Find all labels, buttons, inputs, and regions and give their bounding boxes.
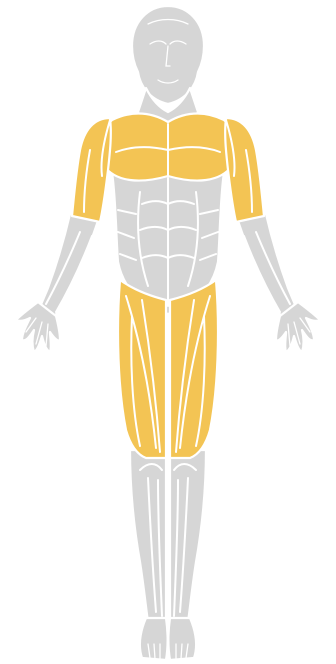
finger-lines: [26, 318, 310, 346]
legs: [130, 450, 206, 660]
left-shoulder-upper-arm: [72, 118, 111, 222]
right-foot: [169, 618, 197, 660]
head: [132, 6, 204, 104]
left-foot: [140, 618, 168, 660]
muscle-lines: [26, 120, 310, 660]
head-shape: [132, 6, 204, 104]
right-shoulder-upper-arm: [225, 118, 264, 222]
